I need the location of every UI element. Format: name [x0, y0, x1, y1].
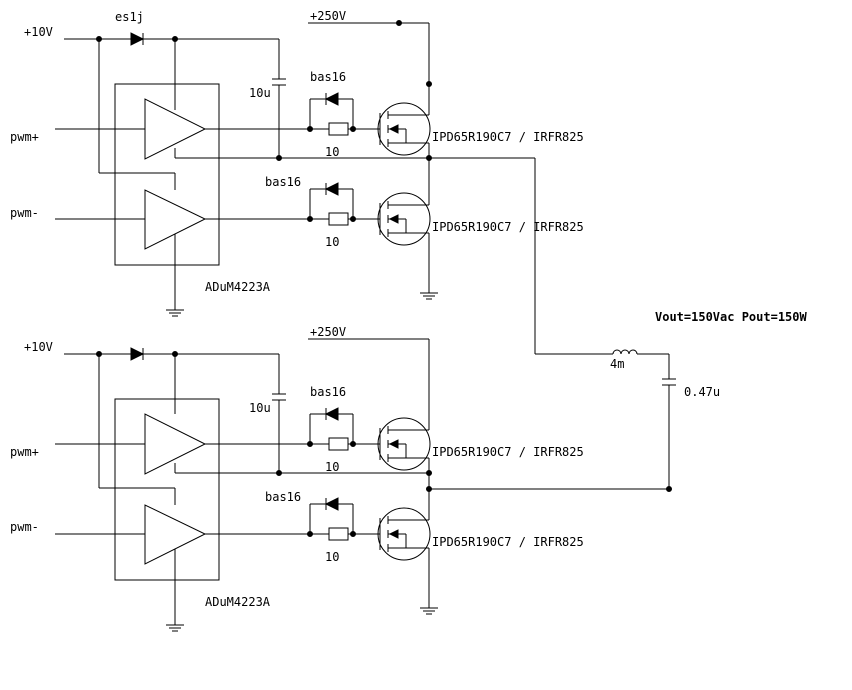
label-res-1: 10 — [325, 145, 339, 159]
mosfet-1 — [377, 102, 431, 203]
bootstrap-diode-top — [130, 32, 145, 46]
label-bas16-4: bas16 — [265, 490, 301, 504]
label-spec: Vout=150Vac Pout=150W — [655, 310, 807, 324]
label-10v-top: +10V — [24, 25, 53, 39]
label-250v-bottom: +250V — [310, 325, 346, 339]
gate-diode-1 — [324, 92, 339, 106]
output-inductor — [612, 349, 638, 355]
driver-ic-bottom — [114, 398, 220, 581]
driver-ic-top — [114, 83, 220, 266]
label-pwm-minus-bottom: pwm- — [10, 520, 39, 534]
label-10v-bottom: +10V — [24, 340, 53, 354]
mosfet-3 — [377, 417, 431, 518]
mosfet-2 — [377, 192, 431, 293]
gate-resistor-1 — [328, 122, 349, 136]
label-mosfet-4: IPD65R190C7 / IRFR825 — [432, 535, 584, 549]
label-mosfet-2: IPD65R190C7 / IRFR825 — [432, 220, 584, 234]
label-inductor: 4m — [610, 357, 624, 371]
label-cap-bottom: 10u — [249, 401, 271, 415]
label-res-2: 10 — [325, 235, 339, 249]
label-diode-top: es1j — [115, 10, 144, 24]
top-half-bridge — [55, 20, 613, 355]
label-pwm-plus-bottom: pwm+ — [10, 445, 39, 459]
label-driver-bottom: ADuM4223A — [205, 595, 271, 609]
label-pwm-minus-top: pwm- — [10, 206, 39, 220]
gate-resistor-4 — [328, 527, 349, 541]
label-driver-top: ADuM4223A — [205, 280, 271, 294]
bottom-half-bridge — [55, 338, 672, 632]
mosfet-4 — [377, 507, 431, 608]
gate-diode-3 — [324, 407, 339, 421]
label-pwm-plus-top: pwm+ — [10, 130, 39, 144]
gate-resistor-2 — [328, 212, 349, 226]
gate-diode-2 — [324, 182, 339, 196]
gate-diode-4 — [324, 497, 339, 511]
label-res-3: 10 — [325, 460, 339, 474]
label-mosfet-1: IPD65R190C7 / IRFR825 — [432, 130, 584, 144]
output-filter — [612, 349, 676, 489]
label-bas16-3: bas16 — [310, 385, 346, 399]
label-output-cap: 0.47u — [684, 385, 720, 399]
label-bas16-1: bas16 — [310, 70, 346, 84]
bootstrap-diode-bottom — [130, 347, 145, 361]
gate-resistor-3 — [328, 437, 349, 451]
label-bas16-2: bas16 — [265, 175, 301, 189]
label-res-4: 10 — [325, 550, 339, 564]
label-250v-top: +250V — [310, 9, 346, 23]
label-mosfet-3: IPD65R190C7 / IRFR825 — [432, 445, 584, 459]
label-cap-top: 10u — [249, 86, 271, 100]
